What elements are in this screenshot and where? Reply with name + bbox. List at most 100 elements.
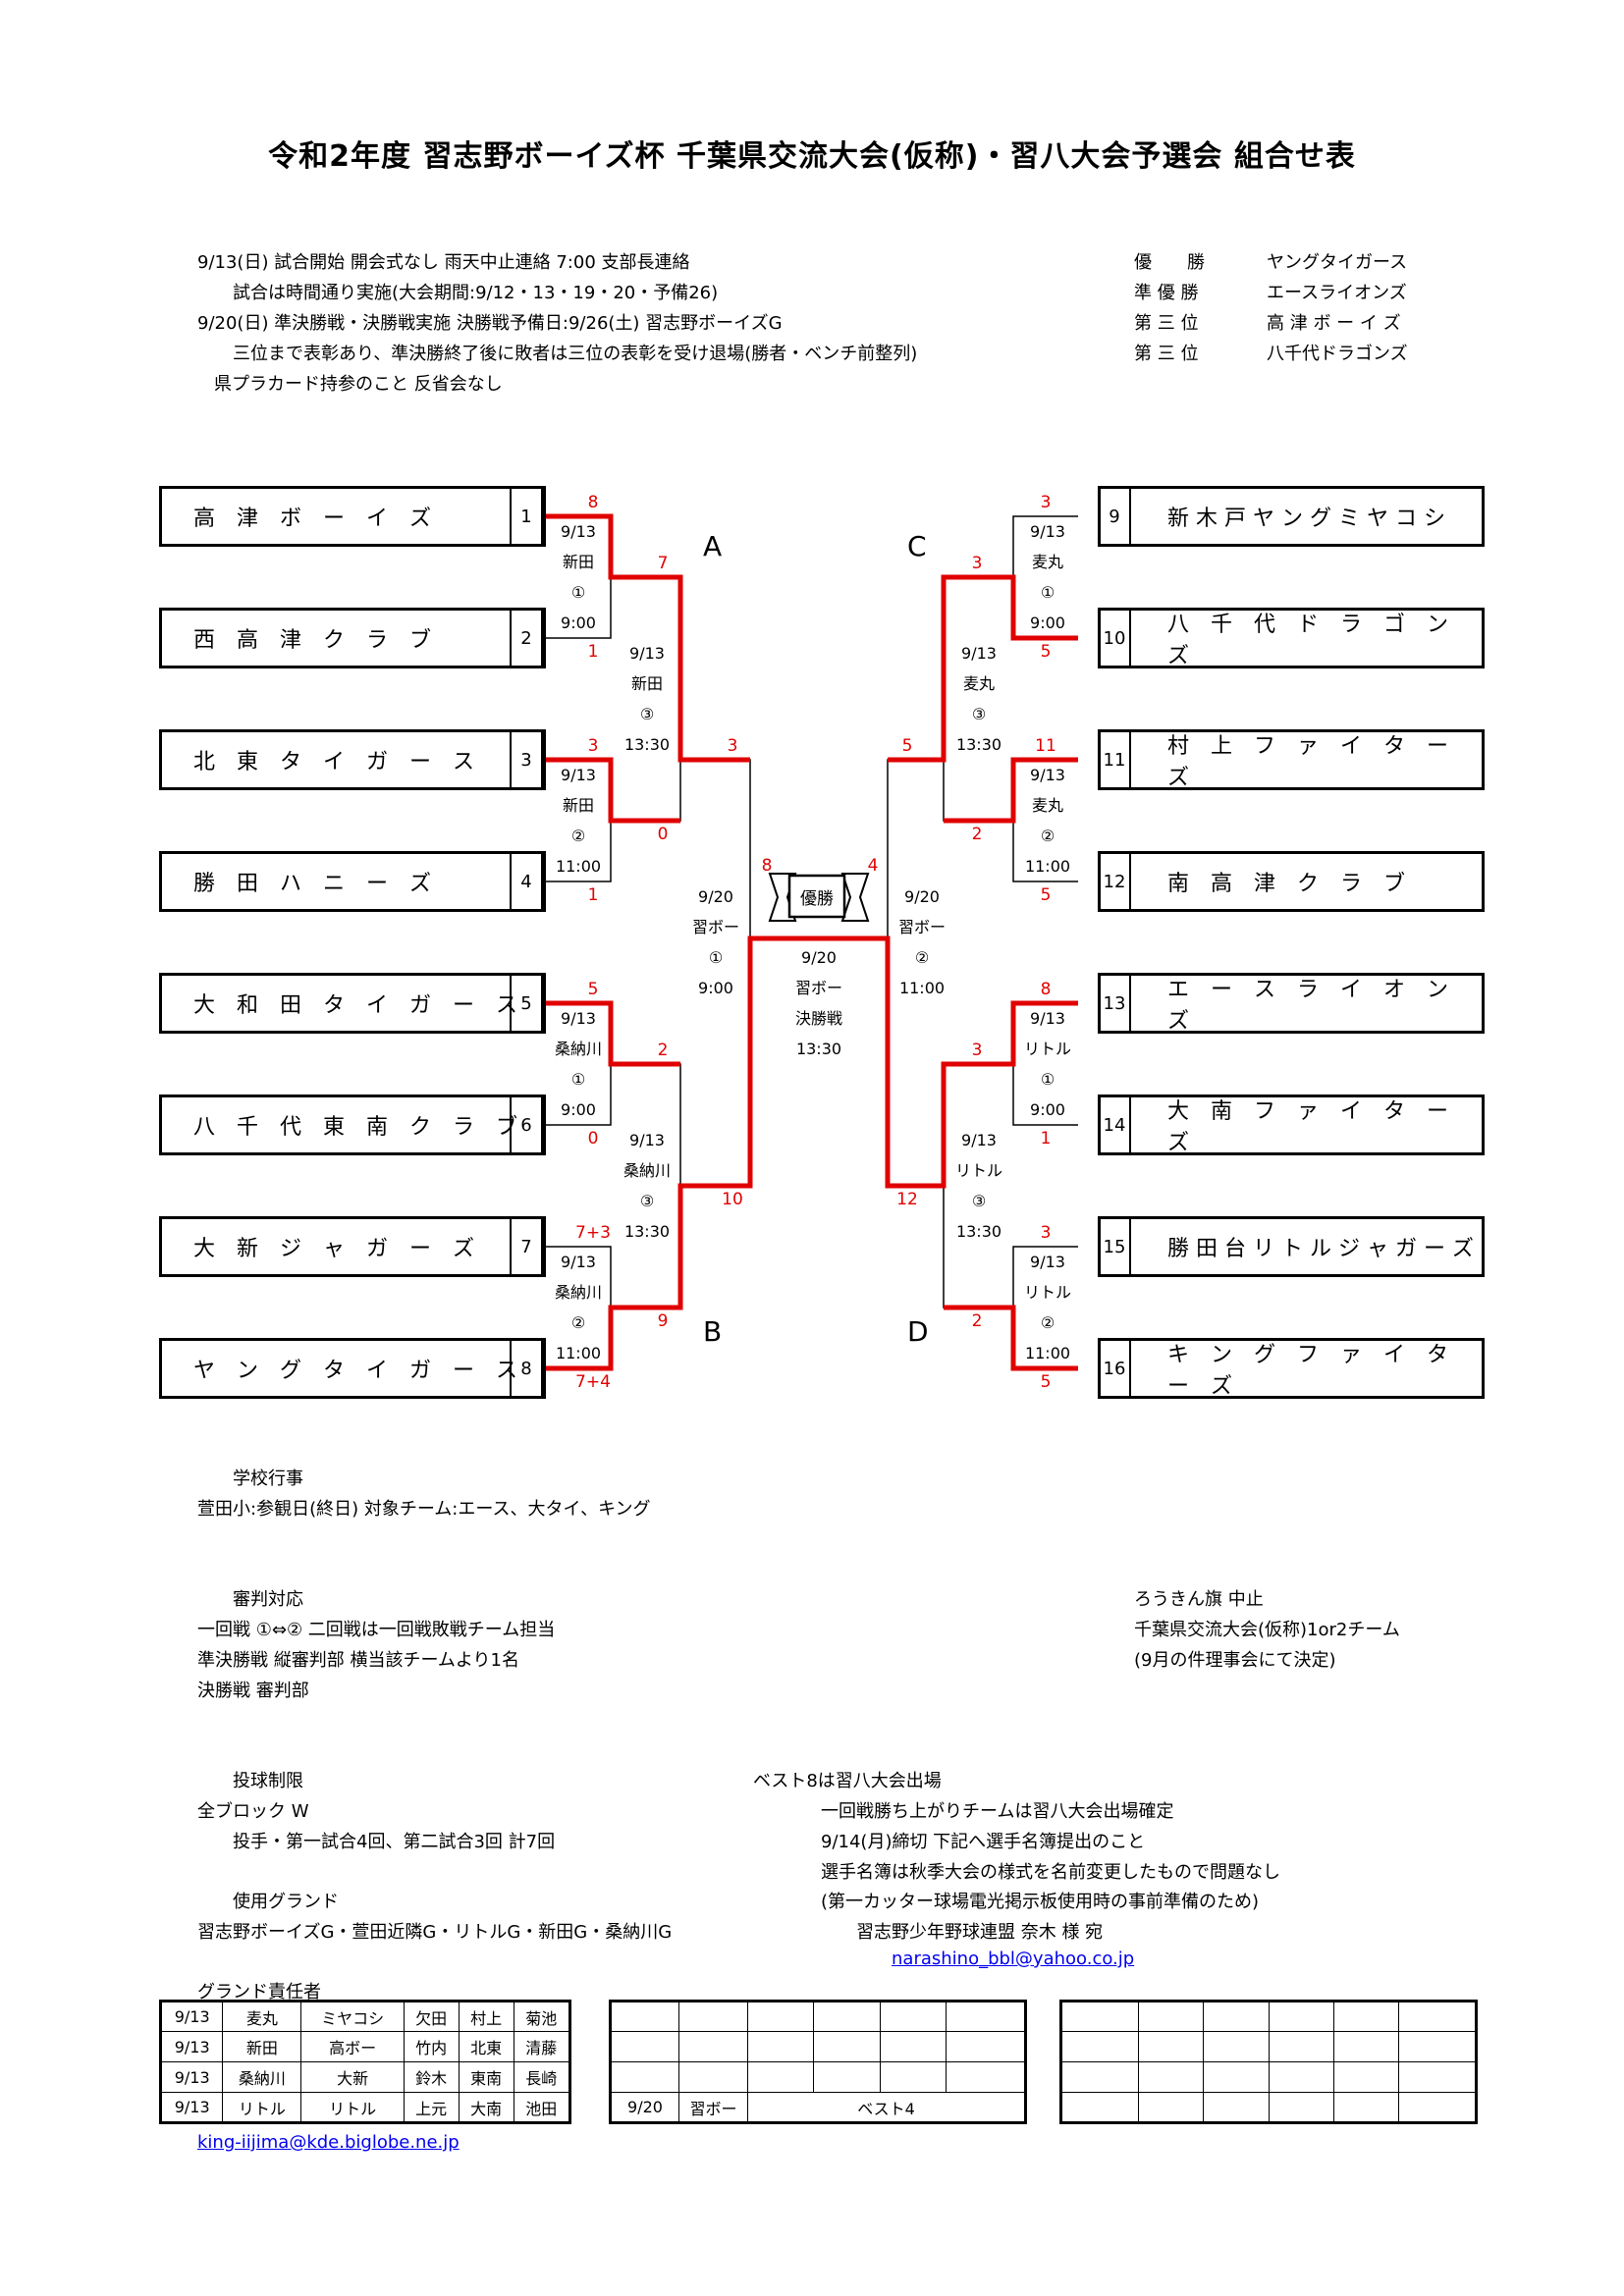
block-c-label: C xyxy=(907,530,927,562)
team-name: 大 和 田 タ イ ガ ー ス xyxy=(193,993,518,1018)
team-number: 12 xyxy=(1098,854,1131,909)
score: 7+4 xyxy=(575,1372,611,1392)
team-name: 西 高 津 ク ラ ブ xyxy=(193,628,432,653)
score: 1 xyxy=(1040,1129,1052,1148)
team-number: 5 xyxy=(510,976,543,1031)
note-line-2: 試合は時間通り実施(大会期間:9/12・13・19・20・予備26) xyxy=(233,283,719,303)
footer-email-link[interactable]: king-iijima@kde.biglobe.ne.jp xyxy=(197,2132,460,2153)
team-number: 8 xyxy=(510,1341,543,1396)
flag-line-1: ろうきん旗 中止 xyxy=(1134,1589,1264,1610)
team-number: 6 xyxy=(510,1097,543,1152)
block-a-label: A xyxy=(703,530,723,562)
score: 8 xyxy=(587,493,599,512)
team-number: 2 xyxy=(510,611,543,666)
score: 5 xyxy=(1040,642,1052,662)
score: 0 xyxy=(587,1129,599,1148)
score: 3 xyxy=(1040,493,1052,512)
table-row xyxy=(1059,2001,1478,2032)
team-name: 勝 田 ハ ニ ー ズ xyxy=(193,872,432,896)
team-name: エ ー ス ラ イ オ ン ズ xyxy=(1167,978,1471,1034)
umpire-heading: 審判対応 xyxy=(233,1589,303,1610)
best8-line-1: 一回戦勝ち上がりチームは習八大会出場確定 xyxy=(821,1801,1174,1822)
team-number: 11 xyxy=(1098,732,1131,787)
best8-line-2: 9/14(月)締切 下記へ選手名簿提出のこと xyxy=(821,1832,1146,1852)
flag-line-2: 千葉県交流大会(仮称)1or2チーム xyxy=(1134,1620,1400,1640)
pitching-line-1: 全ブロック W xyxy=(197,1801,309,1822)
team-box-12: 12 南 高 津 ク ラ ブ xyxy=(1098,851,1485,912)
team-number: 10 xyxy=(1098,611,1131,666)
team-name: キ ン グ フ ァ イ タ ー ズ xyxy=(1167,1343,1471,1399)
score: 5 xyxy=(1040,1372,1052,1392)
team-name: 八 千 代 ド ラ ゴ ン ズ xyxy=(1167,613,1471,668)
team-name: 新 木 戸 ヤ ン グ ミ ヤ コ シ xyxy=(1167,507,1445,531)
table-row xyxy=(610,2031,1027,2062)
team-number: 9 xyxy=(1098,489,1131,544)
team-box-2: 西 高 津 ク ラ ブ 2 xyxy=(159,608,546,668)
team-name: 大 南 フ ァ イ タ ー ズ xyxy=(1167,1099,1471,1155)
score: 12 xyxy=(896,1190,918,1209)
team-name: 勝 田 台 リ ト ル ジ ャ ガ ー ズ xyxy=(1167,1237,1474,1261)
table-row xyxy=(610,2061,1027,2093)
result-rank-2: 準 優 勝 xyxy=(1134,283,1199,303)
score: 2 xyxy=(971,1311,983,1331)
pitching-line-2: 投手・第一試合4回、第二試合3回 計7回 xyxy=(233,1832,556,1852)
team-number: 3 xyxy=(510,732,543,787)
result-team-1: ヤングタイガース xyxy=(1267,252,1408,273)
pitching-heading: 投球制限 xyxy=(233,1771,303,1791)
page-title: 令和2年度 習志野ボーイズ杯 千葉県交流大会(仮称)・習八大会予選会 組合せ表 xyxy=(268,139,1356,174)
result-rank-1: 優 勝 xyxy=(1134,252,1205,273)
best8-line-4: (第一カッター球場電光掲示板使用時の事前準備のため) xyxy=(821,1892,1260,1912)
note-line-1: 9/13(日) 試合開始 開会式なし 雨天中止連絡 7:00 支部長連絡 xyxy=(197,252,690,273)
score: 5 xyxy=(587,980,599,999)
score: 7 xyxy=(657,554,669,573)
umpire-line-3: 決勝戦 審判部 xyxy=(197,1681,309,1701)
score: 2 xyxy=(971,825,983,844)
team-box-10: 10 八 千 代 ド ラ ゴ ン ズ xyxy=(1098,608,1485,668)
block-b-label: B xyxy=(703,1315,723,1348)
score: 11 xyxy=(1035,736,1056,756)
score: 3 xyxy=(1040,1223,1052,1243)
score: 8 xyxy=(1040,980,1052,999)
score: 5 xyxy=(901,736,913,756)
team-name: 北 東 タ イ ガ ー ス xyxy=(193,750,475,774)
champion-banner-icon xyxy=(768,873,870,922)
result-rank-3: 第 三 位 xyxy=(1134,313,1199,334)
score: 2 xyxy=(657,1041,669,1060)
score: 9 xyxy=(657,1311,669,1331)
table-row xyxy=(1059,2031,1478,2062)
team-number: 15 xyxy=(1098,1219,1131,1274)
result-team-3: 高 津 ボ ー イ ズ xyxy=(1267,313,1401,334)
score: 7+3 xyxy=(575,1223,611,1243)
score: 3 xyxy=(971,554,983,573)
team-box-3: 北 東 タ イ ガ ー ス 3 xyxy=(159,729,546,790)
best8-email-link[interactable]: narashino_bbl@yahoo.co.jp xyxy=(892,1949,1135,1969)
team-number: 4 xyxy=(510,854,543,909)
best8-line-3: 選手名簿は秋季大会の様式を名前変更したもので問題なし xyxy=(821,1862,1280,1883)
note-line-3: 9/20(日) 準決勝戦・決勝戦実施 決勝戦予備日:9/26(土) 習志野ボーイ… xyxy=(197,313,783,334)
result-team-2: エースライオンズ xyxy=(1267,283,1407,303)
umpire-line-1: 一回戦 ①⇔② 二回戦は一回戦敗戦チーム担当 xyxy=(197,1620,556,1640)
table-row xyxy=(1059,2061,1478,2093)
team-number: 16 xyxy=(1098,1341,1131,1396)
score: 3 xyxy=(587,736,599,756)
team-name: 南 高 津 ク ラ ブ xyxy=(1167,872,1406,896)
umpire-line-2: 準決勝戦 縦審判部 横当該チームより1名 xyxy=(197,1650,519,1671)
